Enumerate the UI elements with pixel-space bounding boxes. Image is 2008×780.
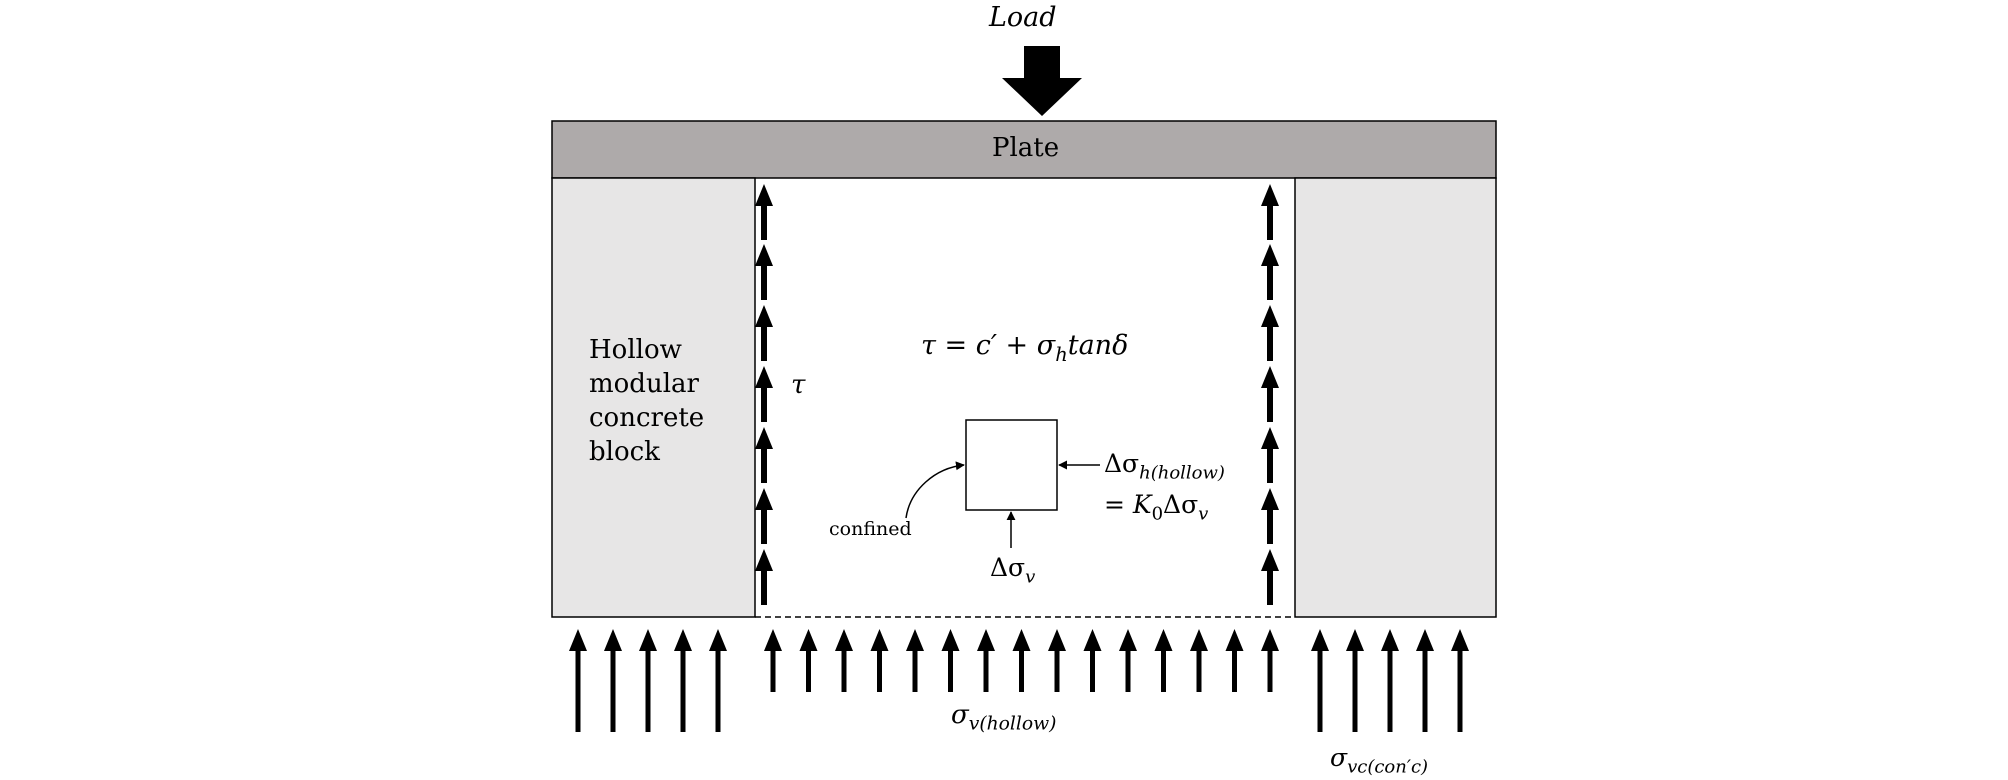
shear-strength-equation: τ = c′ + σhtanδ — [921, 330, 1129, 364]
plate-label: Plate — [992, 133, 1060, 163]
plate — [551, 120, 1497, 179]
shear-arrow — [1261, 305, 1279, 361]
reaction-arrow-concrete — [1346, 629, 1364, 732]
load-label: Load — [989, 2, 1057, 33]
shear-arrow — [1261, 549, 1279, 605]
shear-arrow — [755, 244, 773, 300]
reaction-arrow-concrete — [604, 629, 622, 732]
delta-sigma-h-sub: h(hollow) — [1139, 462, 1225, 484]
sigma-vc-concrete-label: σvc(con′c) — [1330, 743, 1428, 776]
reaction-arrow-hollow — [1083, 629, 1102, 692]
reaction-arrow-hollow — [799, 629, 818, 692]
block-label-line: Hollow — [589, 335, 682, 365]
equation-sub: h — [1055, 342, 1068, 366]
reaction-arrows-concrete-right — [1311, 629, 1469, 732]
block-label-line: concrete — [589, 403, 705, 433]
sigma-vc-sub: vc(con′c) — [1347, 756, 1429, 778]
reaction-arrow-concrete — [1416, 629, 1434, 732]
shear-arrow — [1261, 244, 1279, 300]
sigma-vc-main: σ — [1330, 743, 1348, 772]
shear-arrow — [1261, 184, 1279, 240]
k0-equation-label: = K0Δσv — [1104, 490, 1208, 523]
shear-arrow — [755, 488, 773, 544]
reaction-arrow-hollow — [1225, 629, 1244, 692]
shear-arrow — [1261, 427, 1279, 483]
concrete-block-left — [551, 177, 756, 618]
reaction-arrows-concrete-left — [569, 629, 727, 732]
equation-rhs: tanδ — [1067, 330, 1129, 361]
delta-sigma-h-label: Δσh(hollow) — [1104, 449, 1225, 482]
shear-arrow — [1261, 488, 1279, 544]
shear-arrow — [755, 184, 773, 240]
delta-sigma-h-main: Δσ — [1104, 449, 1140, 478]
delta-sigma-v-label: Δσv — [990, 553, 1035, 586]
equation-lhs: τ = c′ + σ — [921, 330, 1056, 361]
delta-sigma-v-main: Δσ — [990, 553, 1026, 582]
shear-arrow — [1261, 366, 1279, 422]
confined-leader-arrow — [905, 461, 965, 519]
tau-label: τ — [791, 370, 806, 400]
shear-arrow — [755, 549, 773, 605]
reaction-arrow-concrete — [1451, 629, 1469, 732]
shear-arrow — [755, 366, 773, 422]
k0-mid: Δσ — [1163, 490, 1199, 519]
k0-sub: 0 — [1151, 503, 1164, 525]
reaction-arrow-hollow — [1154, 629, 1173, 692]
reaction-arrow-concrete — [569, 629, 587, 732]
delta-sigma-v-sub: v — [1025, 566, 1036, 588]
shear-arrow — [755, 427, 773, 483]
reaction-arrow-hollow — [941, 629, 960, 692]
reaction-arrow-hollow — [1012, 629, 1031, 692]
reaction-arrow-concrete — [639, 629, 657, 732]
reaction-arrow-concrete — [1381, 629, 1399, 732]
k0-sub-v: v — [1198, 503, 1209, 525]
reaction-arrow-hollow — [835, 629, 853, 692]
shear-arrows-left — [755, 184, 773, 605]
reaction-arrow-hollow — [1261, 629, 1279, 692]
reaction-arrow-hollow — [870, 629, 889, 692]
shear-arrow — [755, 305, 773, 361]
block-label-line: modular — [589, 369, 699, 399]
sigma-v-hollow-sub: v(hollow) — [968, 713, 1057, 735]
reaction-arrow-hollow — [1048, 629, 1066, 692]
reaction-arrows-hollow — [764, 629, 1279, 692]
reaction-arrow-hollow — [1190, 629, 1208, 692]
reaction-arrow-concrete — [1311, 629, 1329, 732]
load-arrow — [1002, 46, 1082, 116]
concrete-block-right — [1294, 177, 1497, 618]
confined-label: confined — [829, 518, 912, 540]
sigma-v-hollow-main: σ — [951, 700, 969, 730]
reaction-arrow-hollow — [906, 629, 924, 692]
reaction-arrow-concrete — [674, 629, 692, 732]
reaction-arrow-hollow — [764, 629, 782, 692]
k0-main: = K — [1104, 490, 1152, 519]
shear-arrows-right — [1261, 184, 1279, 605]
block-label-line: block — [589, 437, 660, 467]
reaction-arrow-hollow — [977, 629, 995, 692]
sigma-v-hollow-label: σv(hollow) — [951, 700, 1056, 733]
reaction-arrow-concrete — [709, 629, 727, 732]
reaction-arrow-hollow — [1119, 629, 1137, 692]
block-label: Hollow modular concrete block — [589, 333, 704, 469]
soil-element-square — [965, 419, 1058, 511]
